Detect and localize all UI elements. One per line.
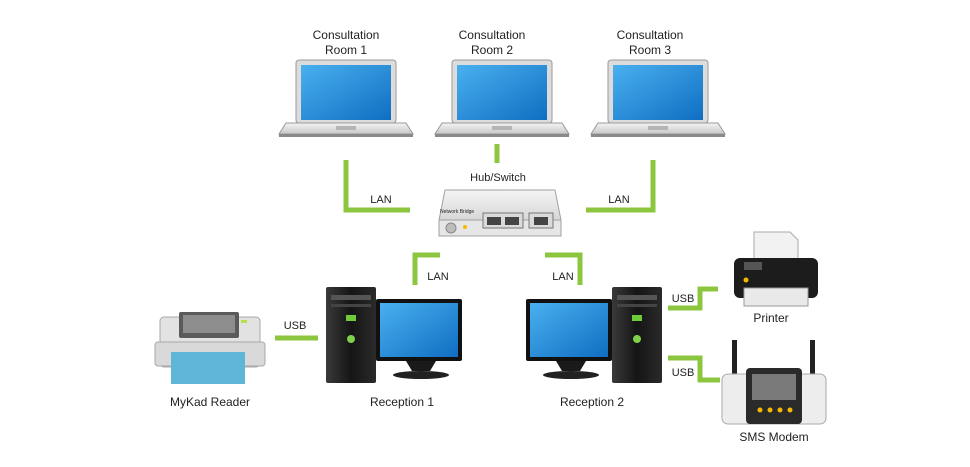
room2-label-line1: Consultation [458,28,526,42]
laptop-room3 [590,59,726,137]
hub-switch-icon [438,189,562,237]
room3-label-line2: Room 3 [628,43,672,57]
hub-label: Hub/Switch [470,172,526,184]
room2-label: Consultation Room 2 [442,28,542,58]
lan-line-room1 [343,160,410,213]
printer-label: Printer [753,311,789,325]
hub-brand-label: Network Bridge [440,209,475,215]
lan-label-left: LAN [370,194,392,206]
room3-label: Consultation Room 3 [600,28,700,58]
laptop-room1 [278,59,414,137]
lan-label-reception2: LAN [552,271,574,283]
computer-reception1 [326,287,462,383]
lan-label-reception1: LAN [427,271,449,283]
reception1-label: Reception 1 [369,395,435,409]
room2-label-line2: Room 2 [470,43,514,57]
room1-label: Consultation Room 1 [296,28,396,58]
printer-icon [734,231,818,307]
lan-line-reception2 [545,252,583,285]
usb-line-printer [668,286,718,311]
mykad-reader-icon [154,312,266,384]
room1-label-line1: Consultation [312,28,380,42]
usb-label-mykad: USB [283,320,307,332]
room3-label-line1: Consultation [616,28,684,42]
reception2-label: Reception 2 [559,395,625,409]
lan-line-room3 [586,160,656,213]
laptop-room2 [434,59,570,137]
room1-label-line2: Room 1 [324,43,368,57]
mykad-label: MyKad Reader [169,395,251,409]
lan-label-right: LAN [608,194,630,206]
sms-modem-label: SMS Modem [739,430,809,444]
usb-line-sms [668,355,720,383]
usb-label-printer: USB [671,293,695,305]
sms-modem-icon [721,340,827,425]
lan-line-reception1 [412,252,440,285]
usb-label-sms: USB [671,367,695,379]
computer-reception2 [526,287,662,383]
connector-lines [275,144,720,383]
